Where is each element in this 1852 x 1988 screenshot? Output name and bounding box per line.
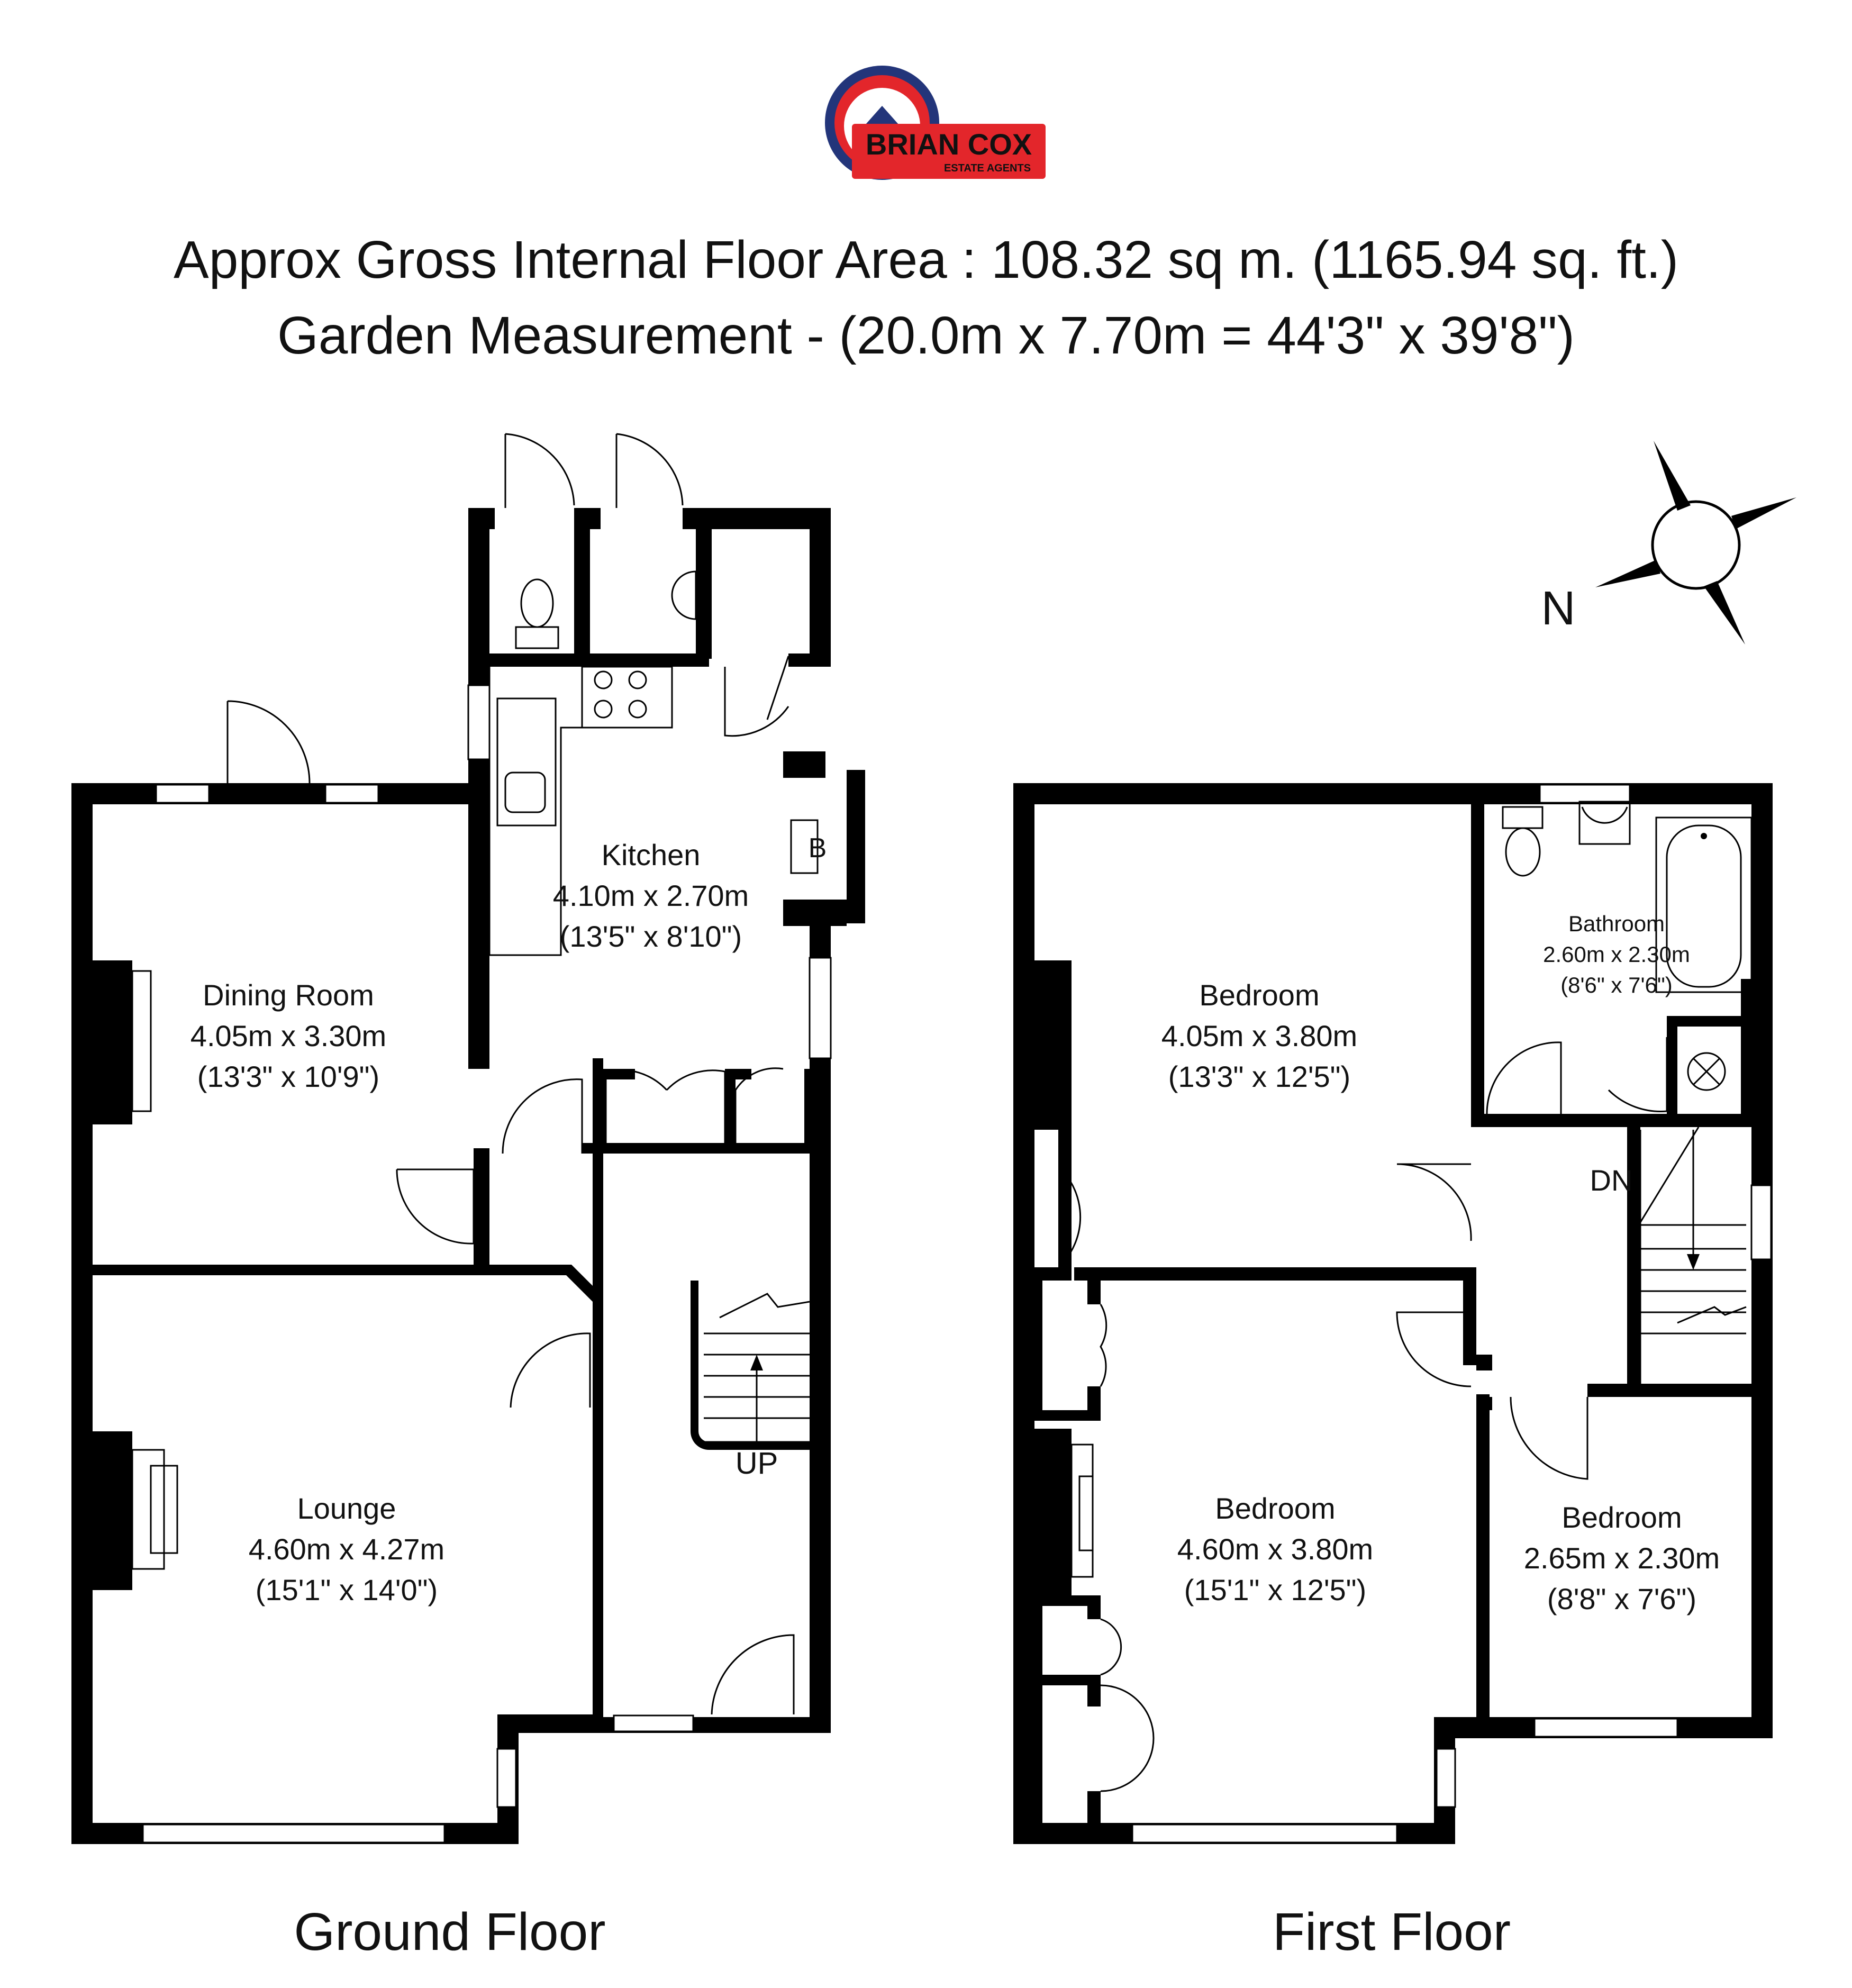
dining-room-name: Dining Room — [203, 978, 374, 1012]
garden-measurement-heading: Garden Measurement - (20.0m x 7.70m = 44… — [277, 306, 1575, 365]
ground-floor-plan: B UP Kitchen 4.10m x 2.70m (13'5" x 8'10… — [71, 433, 1308, 1962]
bedroom-1-imperial: (13'3" x 12'5") — [1168, 1060, 1350, 1093]
bedroom-2-metric: 4.60m x 3.80m — [1177, 1532, 1373, 1566]
floor-area-heading: Approx Gross Internal Floor Area : 108.3… — [174, 230, 1678, 289]
kitchen-imperial: (13'5" x 8'10") — [560, 920, 742, 953]
bathroom-name: Bathroom — [1568, 911, 1665, 936]
logo-name: BRIAN COX — [866, 128, 1032, 161]
dining-room-imperial: (13'3" x 10'9") — [197, 1060, 379, 1093]
bedroom-2-name: Bedroom — [1215, 1492, 1335, 1525]
dining-room-metric: 4.05m x 3.30m — [190, 1019, 386, 1052]
first-floor-plan: DN Bathroom 2.60m x 2.30m (8'6" x 7'6") … — [1013, 783, 1773, 1962]
bedroom-1-name: Bedroom — [1199, 978, 1319, 1012]
lounge-imperial: (15'1" x 14'0") — [256, 1573, 438, 1606]
first-floor-title: First Floor — [1273, 1902, 1511, 1962]
bedroom-2-imperial: (15'1" x 12'5") — [1184, 1573, 1366, 1606]
bathroom-imperial: (8'6" x 7'6") — [1560, 973, 1673, 997]
lounge-name: Lounge — [297, 1492, 396, 1525]
brian-cox-logo: BRIAN COX ESTATE AGENTS — [825, 66, 1046, 180]
bedroom-3-name: Bedroom — [1562, 1501, 1682, 1534]
bathroom-metric: 2.60m x 2.30m — [1543, 942, 1690, 967]
logo-subtitle: ESTATE AGENTS — [944, 162, 1031, 174]
boiler-label: B — [809, 833, 827, 864]
compass-icon: N — [1541, 441, 1796, 644]
bedroom-3-metric: 2.65m x 2.30m — [1524, 1541, 1720, 1575]
bedroom-3-imperial: (8'8" x 7'6") — [1547, 1582, 1696, 1615]
ground-stairs-label: UP — [736, 1446, 778, 1481]
bedroom-1-metric: 4.05m x 3.80m — [1161, 1019, 1357, 1052]
compass-north-label: N — [1541, 582, 1576, 635]
kitchen-name: Kitchen — [602, 838, 701, 872]
lounge-metric: 4.60m x 4.27m — [249, 1532, 444, 1566]
kitchen-metric: 4.10m x 2.70m — [553, 879, 749, 912]
ground-floor-title: Ground Floor — [294, 1902, 605, 1962]
first-stairs-label: DN — [1590, 1164, 1633, 1197]
